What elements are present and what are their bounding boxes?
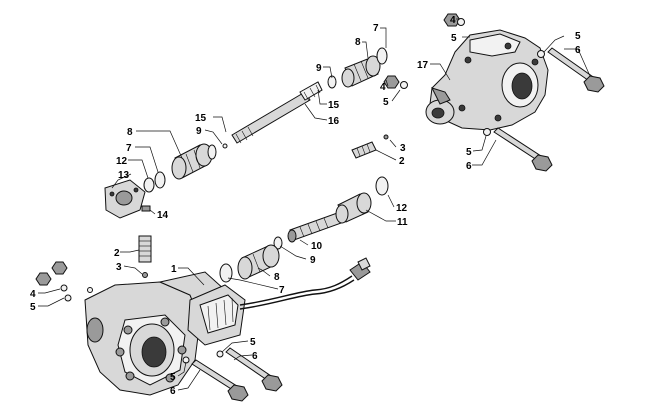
lower-spring [138,235,152,278]
actuator-module [187,284,246,346]
callout-label: 4 [30,289,36,300]
callout-label: 4 [380,82,386,93]
hex-nut-upper [443,13,461,27]
callout-label: 10 [311,241,323,252]
hex-nut-lower-b [35,272,52,286]
callout-label: 5 [466,147,472,158]
callout-label: 9 [310,255,316,266]
callout-label: 7 [126,143,132,154]
callout-label: 6 [575,45,581,56]
callout-label: 17 [417,60,429,71]
callout-label: 2 [399,156,405,167]
callout-label: 14 [157,210,169,221]
callout-label: 5 [170,372,176,383]
callout-label: 8 [274,272,280,283]
lower-left-boot [219,244,280,283]
upper-spring-pin [351,134,389,159]
callout-label: 5 [383,97,389,108]
callout-label: 7 [279,285,285,296]
washer-lower-right [483,128,491,136]
clamp-upper [376,47,388,65]
clamp-left [154,171,166,189]
lower-left-fasteners [35,261,93,302]
upper-right-fasteners [383,13,605,172]
hex-nut-lower-a [51,261,68,275]
callout-label: 5 [575,31,581,42]
callout-label: 2 [114,248,120,259]
washer-upper-right [537,50,545,58]
callout-label: 12 [116,156,128,167]
callout-label: 13 [118,170,130,181]
spring-clip-left [143,177,155,193]
cover-screw [141,205,151,212]
hex-nut-mid [383,75,400,89]
clamp-lower-left [219,263,233,283]
callout-label: 5 [451,33,457,44]
callout-label: 5 [30,302,36,313]
ring-upper [327,75,337,89]
callout-label: 8 [355,37,361,48]
callout-label: 3 [400,143,406,154]
callout-label: 15 [328,100,340,111]
leader-lines [38,18,591,391]
callout-label: 16 [328,116,340,127]
wire-harness [239,257,371,310]
callout-label: 4 [450,15,456,26]
callout-label: 7 [373,23,379,34]
callout-label: 5 [250,337,256,348]
callout-label: 6 [252,351,258,362]
upper-drive-shaft [231,81,323,144]
callout-label: 9 [196,126,202,137]
callout-label: 6 [466,161,472,172]
lower-drive-shaft [273,176,389,250]
callout-label: 3 [116,262,122,273]
callout-label: 15 [195,113,207,124]
callout-label: 1 [171,264,177,275]
clamp-lower-right [375,176,389,196]
callout-label: 8 [127,127,133,138]
upper-gearcase-housing [425,29,549,131]
callout-labels: 7 8 4 5 5 6 17 9 15 4 5 15 9 16 8 7 12 1… [30,15,581,397]
ring-left [207,144,217,160]
callout-label: 12 [396,203,408,214]
callout-label: 6 [170,386,176,397]
callout-label: 9 [316,63,322,74]
upper-left-boot [104,143,228,219]
callout-label: 11 [397,217,408,228]
upper-right-boot [327,47,388,89]
lower-bolts [182,347,283,402]
